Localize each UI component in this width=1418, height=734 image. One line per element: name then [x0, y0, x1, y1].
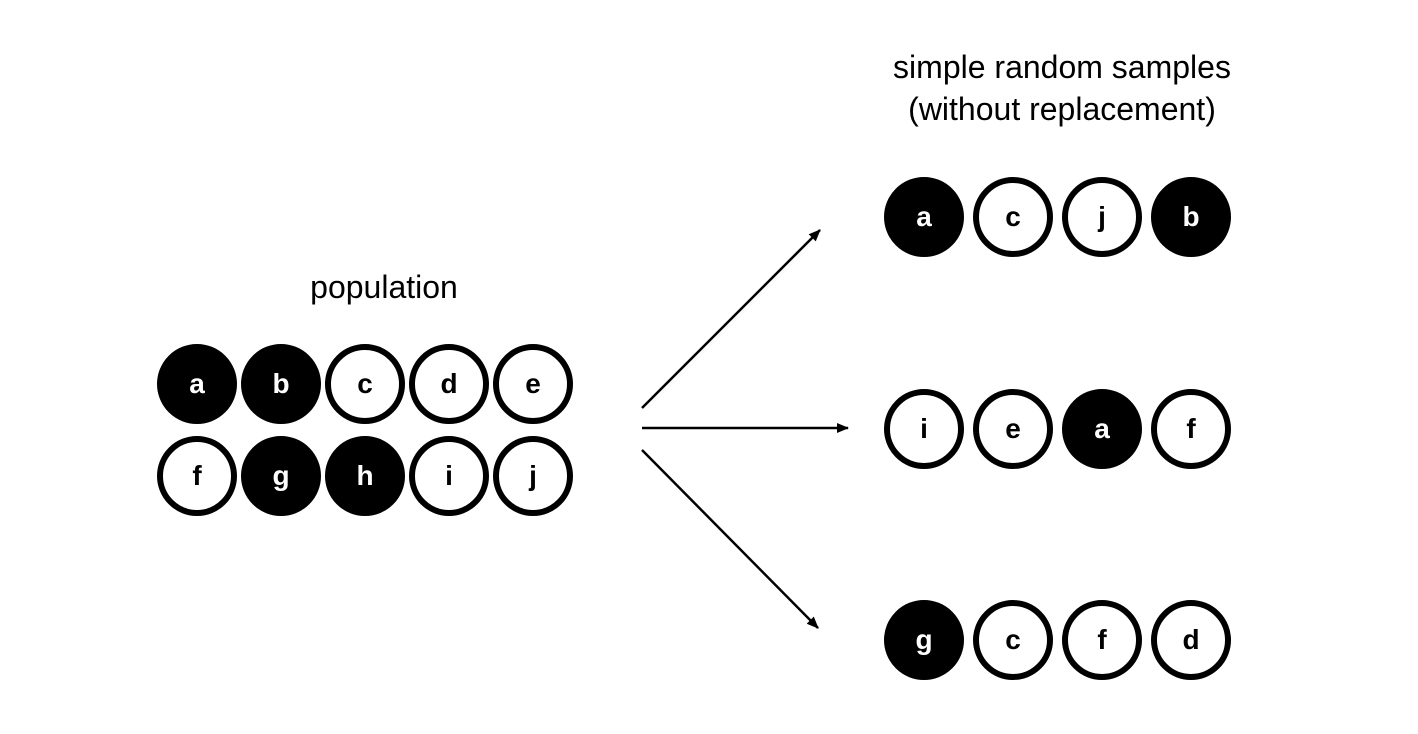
sample-1-circle-j: j	[1062, 177, 1142, 257]
sample-3-circle-d: d	[1151, 600, 1231, 680]
sample-3-circle-g: g	[884, 600, 964, 680]
population-circle-c: c	[325, 344, 405, 424]
sample-1-circle-b: b	[1151, 177, 1231, 257]
population-circle-h: h	[325, 436, 405, 516]
sample-1-circle-c: c	[973, 177, 1053, 257]
population-circle-i: i	[409, 436, 489, 516]
samples-title: simple random samples (without replaceme…	[812, 46, 1312, 130]
samples-title-line2: (without replacement)	[908, 91, 1216, 127]
arrow-to-sample-3	[641, 449, 819, 629]
population-circle-j: j	[493, 436, 573, 516]
sample-3-circle-c: c	[973, 600, 1053, 680]
sample-2-circle-i: i	[884, 389, 964, 469]
population-circle-b: b	[241, 344, 321, 424]
sample-2-circle-a: a	[1062, 389, 1142, 469]
arrow-to-sample-1	[641, 229, 821, 409]
population-circle-e: e	[493, 344, 573, 424]
population-circle-g: g	[241, 436, 321, 516]
population-circle-d: d	[409, 344, 489, 424]
population-label: population	[310, 269, 458, 305]
sample-2-circle-e: e	[973, 389, 1053, 469]
samples-title-line1: simple random samples	[893, 49, 1231, 85]
sample-2-circle-f: f	[1151, 389, 1231, 469]
sample-3-circle-f: f	[1062, 600, 1142, 680]
population-circle-a: a	[157, 344, 237, 424]
population-circle-f: f	[157, 436, 237, 516]
sample-1-circle-a: a	[884, 177, 964, 257]
